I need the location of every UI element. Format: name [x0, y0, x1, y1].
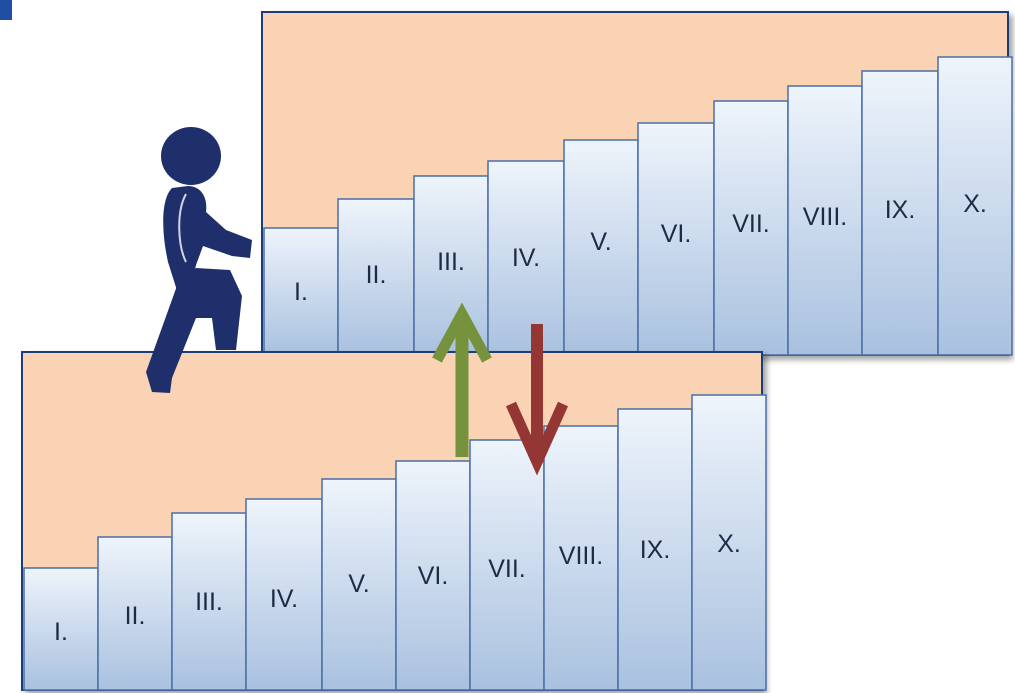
- lower-staircase: I. II. III. IV. V. VI. VII. VIII. IX. X.: [21, 351, 767, 691]
- lower-step-label-4: IV.: [270, 585, 298, 613]
- lower-step-label-3: III.: [195, 588, 223, 616]
- lower-step-6: [395, 460, 471, 691]
- lower-step-label-7: VII.: [488, 555, 526, 583]
- arrow-up-icon: [432, 302, 492, 457]
- upper-step-label-4: IV.: [512, 244, 540, 272]
- lower-step-2: [97, 536, 173, 691]
- upper-step-9: [861, 70, 939, 356]
- upper-staircase: I. II. III. IV. V. VI. VII. VIII. IX. X.: [261, 11, 1013, 356]
- lower-step-10: [691, 394, 767, 691]
- upper-step-label-10: X.: [963, 190, 987, 218]
- upper-step-label-3: III.: [437, 248, 465, 276]
- upper-step-label-1: I.: [294, 278, 308, 306]
- lower-step-label-6: VI.: [418, 562, 449, 590]
- upper-step-4: [487, 160, 565, 356]
- person-climbing-icon: [146, 127, 252, 393]
- lower-step-3: [171, 512, 247, 691]
- lower-step-label-8: VIII.: [559, 542, 603, 570]
- lower-step-label-2: II.: [125, 602, 146, 630]
- upper-step-6: [637, 122, 715, 356]
- lower-step-label-5: V.: [348, 570, 369, 598]
- lower-step-1: [23, 567, 99, 691]
- upper-step-7: [713, 100, 789, 356]
- lower-step-label-9: IX.: [640, 536, 671, 564]
- lower-step-7: [469, 439, 545, 691]
- corner-marker: [0, 0, 12, 20]
- upper-step-5: [563, 139, 639, 356]
- arrow-down-icon: [505, 324, 569, 476]
- upper-step-label-6: VI.: [661, 220, 692, 248]
- upper-step-10: [937, 56, 1013, 356]
- lower-step-label-10: X.: [717, 530, 741, 558]
- upper-step-label-8: VIII.: [803, 203, 847, 231]
- upper-step-label-9: IX.: [885, 196, 916, 224]
- upper-step-label-2: II.: [366, 261, 387, 289]
- lower-step-label-1: I.: [54, 618, 68, 646]
- upper-step-8: [787, 85, 863, 356]
- upper-step-label-5: V.: [590, 228, 611, 256]
- upper-step-label-7: VII.: [732, 210, 770, 238]
